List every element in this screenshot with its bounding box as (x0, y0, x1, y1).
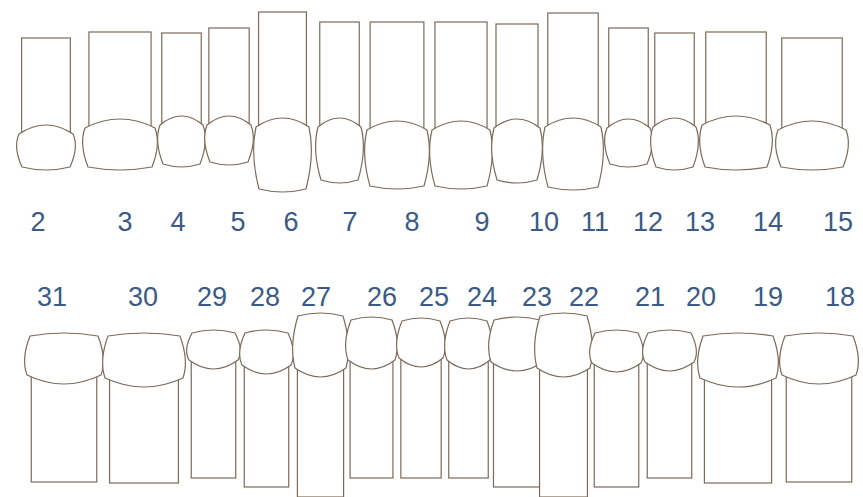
tooth-number: 8 (404, 207, 419, 237)
tooth-crown (316, 118, 364, 183)
tooth-number: 6 (283, 207, 298, 237)
tooth-crown (293, 313, 349, 377)
tooth-root (782, 38, 842, 132)
tooth-crown (25, 333, 104, 384)
tooth-number: 28 (250, 282, 280, 312)
tooth-crown (103, 333, 186, 387)
tooth-root (496, 24, 538, 130)
tooth-crown (83, 119, 158, 170)
tooth-root (110, 376, 179, 483)
tooth-crown (780, 333, 859, 384)
tooth-crown (365, 121, 430, 189)
tooth-number: 24 (467, 282, 497, 312)
tooth-root (89, 32, 151, 130)
tooth-number: 21 (635, 282, 665, 312)
tooth-root (548, 13, 598, 129)
tooth-crown (187, 330, 241, 369)
tooth-crown (445, 318, 493, 369)
tooth-crown (543, 118, 604, 190)
tooth-root (540, 366, 588, 497)
tooth-number: 15 (823, 207, 853, 237)
tooth-crown (776, 121, 849, 170)
tooth-root (493, 360, 540, 487)
tooth-crown (205, 116, 254, 165)
tooth-crown (397, 318, 446, 367)
tooth-root (350, 358, 393, 478)
tooth-crown (700, 116, 773, 170)
tooth-crown (590, 330, 644, 372)
tooth-number: 30 (128, 282, 158, 312)
tooth-root (297, 366, 343, 497)
tooth-crown (698, 333, 779, 387)
tooth-root (786, 373, 852, 482)
tooth-number: 12 (633, 207, 663, 237)
tooth-crown (643, 330, 697, 371)
tooth-number: 3 (117, 207, 132, 237)
tooth-number: 31 (37, 282, 67, 312)
tooth-crown (17, 125, 76, 170)
tooth-number: 9 (474, 207, 489, 237)
tooth-root (370, 22, 424, 132)
tooth-number: 20 (686, 282, 716, 312)
tooth-crown (492, 119, 543, 183)
tooth-crown (240, 330, 294, 374)
tooth-number: 18 (825, 282, 855, 312)
tooth-crown (651, 118, 699, 170)
tooth-number: 4 (170, 207, 185, 237)
tooth-root (162, 33, 201, 127)
tooth-root (209, 28, 249, 127)
tooth-root (706, 32, 766, 127)
tooth-number: 10 (529, 207, 559, 237)
tooth-root (655, 33, 694, 129)
tooth-number: 19 (753, 282, 783, 312)
tooth-number: 14 (753, 207, 783, 237)
tooth-root (449, 358, 488, 478)
tooth-root (191, 358, 236, 478)
tooth-crown (346, 317, 398, 369)
tooth-root (609, 28, 648, 130)
tooth-root (435, 22, 487, 132)
tooth-number: 25 (419, 282, 449, 312)
tooth-number: 23 (522, 282, 552, 312)
tooth-root (401, 356, 441, 478)
tooth-crown (535, 313, 593, 377)
tooth-number: 27 (301, 282, 331, 312)
tooth-number: 5 (230, 207, 245, 237)
tooth-number: 13 (685, 207, 715, 237)
tooth-crown (430, 121, 493, 189)
tooth-number: 11 (581, 207, 609, 237)
tooth-crown (605, 119, 653, 167)
tooth-number: 26 (367, 282, 397, 312)
tooth-root (594, 361, 639, 487)
tooth-crown (254, 118, 312, 192)
tooth-root (31, 373, 97, 482)
tooth-crown (158, 116, 206, 167)
tooth-root (244, 363, 289, 487)
tooth-root (22, 38, 71, 136)
tooth-number: 29 (197, 282, 227, 312)
tooth-number: 7 (342, 207, 357, 237)
tooth-root (320, 22, 359, 129)
tooth-root (259, 12, 307, 129)
tooth-root (647, 360, 692, 478)
tooth-number: 22 (569, 282, 599, 312)
tooth-root (704, 376, 771, 483)
tooth-number: 2 (30, 207, 45, 237)
